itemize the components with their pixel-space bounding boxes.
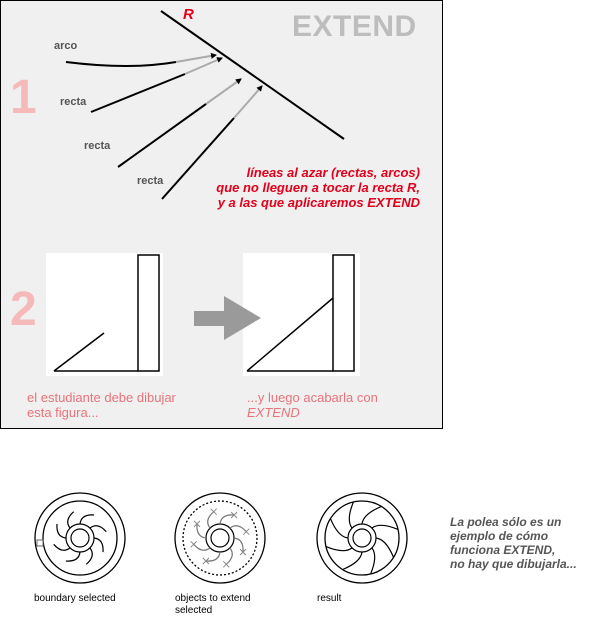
pulley-boundary-spoke — [85, 547, 93, 565]
pulley-boundary-pick-box — [36, 539, 44, 547]
left-caption-line-1: el estudiante debe dibujar — [27, 390, 176, 405]
note-line-1: La polea sólo es un — [450, 515, 562, 529]
recta-extension-2 — [205, 78, 242, 105]
pulley-result-spoke — [370, 547, 376, 575]
pulley-objects-spoke — [233, 537, 244, 553]
pulley-objects-boundary-circle — [182, 500, 258, 576]
note-line-4: no hay que dibujarla... — [450, 557, 577, 571]
pulley-result-spoke — [342, 551, 363, 571]
instruction-line-2: que no lleguen a tocar la recta R, — [216, 180, 420, 195]
pulley-boundary-spoke — [79, 514, 95, 525]
pulley-result-outer-rim — [316, 492, 408, 584]
left-caption: el estudiante debe dibujar esta figura..… — [27, 390, 176, 420]
pulley-boundary-spoke — [65, 551, 81, 562]
pulley-objects-grip-marker — [193, 520, 201, 528]
pulley-boundary-spoke — [89, 525, 107, 533]
recta-line-3 — [161, 117, 235, 200]
caption-boundary-selected: boundary selected — [34, 593, 116, 604]
step1-number: 1 — [10, 71, 37, 124]
figure-before-diagonal — [53, 332, 105, 372]
caption-objects-to-extend: objects to extend selected — [175, 593, 251, 617]
right-caption-line-1: ...y luego acabarla con — [247, 390, 378, 405]
pulley-objects-axle — [210, 528, 230, 548]
pulley-objects-grip-marker — [202, 557, 210, 565]
pulley-objects-grip-marker — [222, 560, 230, 568]
panel-title: EXTEND — [292, 10, 417, 43]
figure-after-rectangle — [332, 254, 355, 372]
pulley-boundary-hub — [65, 523, 95, 553]
figure-after-diagonal — [246, 297, 334, 372]
note-line-3: funciona EXTEND, — [450, 543, 556, 557]
arc-line — [65, 61, 177, 67]
figure-before-rectangle — [137, 254, 160, 372]
recta-extension-3 — [233, 85, 263, 119]
pulley-boundary-spoke — [53, 543, 71, 551]
pulley-result-spoke — [329, 518, 349, 539]
r-label: R — [183, 6, 194, 23]
left-caption-line-2: esta figura... — [27, 405, 99, 420]
pulley-objects-grip-marker — [242, 528, 250, 536]
label-arco: arco — [54, 40, 78, 52]
caption-result: result — [317, 593, 342, 604]
pulley-objects-grip-marker — [230, 511, 238, 519]
label-recta-2: recta — [84, 140, 111, 152]
pulley-result-hub — [347, 523, 377, 553]
caption-objects-line-1: objects to extend — [175, 593, 251, 604]
line-r — [160, 10, 345, 140]
label-recta-3: recta — [137, 175, 164, 187]
pulley-objects-grip-marker — [239, 548, 247, 556]
instruction-line-3: y a las que aplicaremos EXTEND — [217, 195, 420, 210]
pulley-boundary-axle — [70, 528, 90, 548]
pulley-boundary-spoke — [67, 511, 75, 529]
big-arrow-icon — [194, 296, 261, 340]
pulley-objects-spoke — [205, 551, 221, 562]
step2-number: 2 — [10, 283, 37, 336]
pulley-result-spoke — [361, 505, 382, 525]
pulley-result-spoke — [375, 537, 395, 558]
pulley-objects-spoke — [196, 523, 207, 539]
pulley-result-spoke — [325, 546, 353, 552]
label-recta-1: recta — [60, 96, 87, 108]
arc-extension — [175, 52, 217, 63]
note-line-2: ejemplo de cómo — [450, 529, 549, 543]
pulley-note: La polea sólo es un ejemplo de cómo func… — [450, 515, 577, 571]
right-caption-line-2: EXTEND — [247, 405, 300, 420]
pulley-objects-grip-marker — [190, 540, 198, 548]
right-caption: ...y luego acabarla con EXTEND — [247, 390, 378, 420]
pulley-result-axle — [352, 528, 372, 548]
pulley-boundary-boundary-circle — [42, 500, 118, 576]
instruction-text: líneas al azar (rectas, arcos) que no ll… — [160, 165, 420, 210]
recta-extension-1 — [184, 57, 223, 75]
pulley-result-boundary-circle — [324, 500, 400, 576]
recta-line-1 — [90, 73, 186, 113]
recta-line-2 — [117, 103, 207, 168]
instruction-line-1: líneas al azar (rectas, arcos) — [246, 165, 420, 180]
caption-objects-line-2: selected — [175, 605, 213, 616]
pulley-objects-spoke — [219, 514, 235, 525]
pulley-objects-outer-rim — [174, 492, 266, 584]
pulley-objects-hub — [205, 523, 235, 553]
pulley-boundary-outer-rim — [34, 492, 126, 584]
pulley-objects-grip-marker — [210, 508, 218, 516]
pulley-result-spoke — [371, 524, 399, 530]
pulley-boundary-spoke — [56, 523, 67, 539]
pulley-result-spoke — [348, 501, 354, 529]
pulley-boundary-spoke — [93, 537, 104, 553]
